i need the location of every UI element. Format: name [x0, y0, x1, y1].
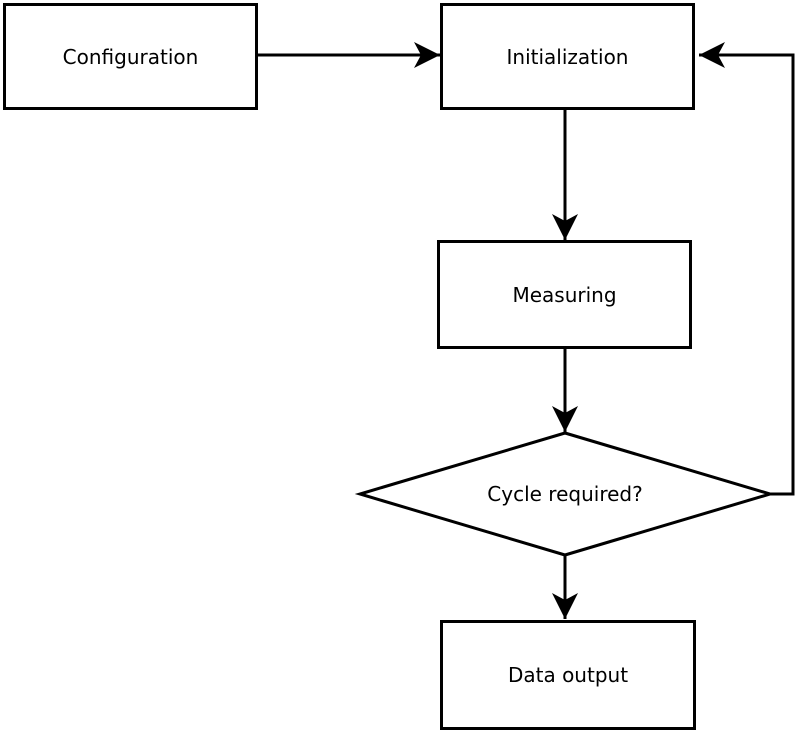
node-configuration: Configuration [3, 3, 258, 110]
node-cycle-required: Cycle required? [415, 478, 715, 510]
node-initialization-label: Initialization [506, 44, 629, 69]
node-data-output-label: Data output [507, 663, 629, 687]
node-initialization: Initialization [440, 3, 695, 110]
node-cycle-required-shape [354, 431, 776, 557]
node-data-output: Data output [440, 620, 696, 730]
node-configuration-label: Configuration [62, 44, 199, 69]
node-cycle-required-label: Cycle required? [487, 482, 643, 506]
node-measuring-label: Measuring [512, 282, 617, 307]
node-measuring: Measuring [437, 240, 692, 349]
edge-cycle-required-to-initialization-feedback [699, 42, 795, 496]
